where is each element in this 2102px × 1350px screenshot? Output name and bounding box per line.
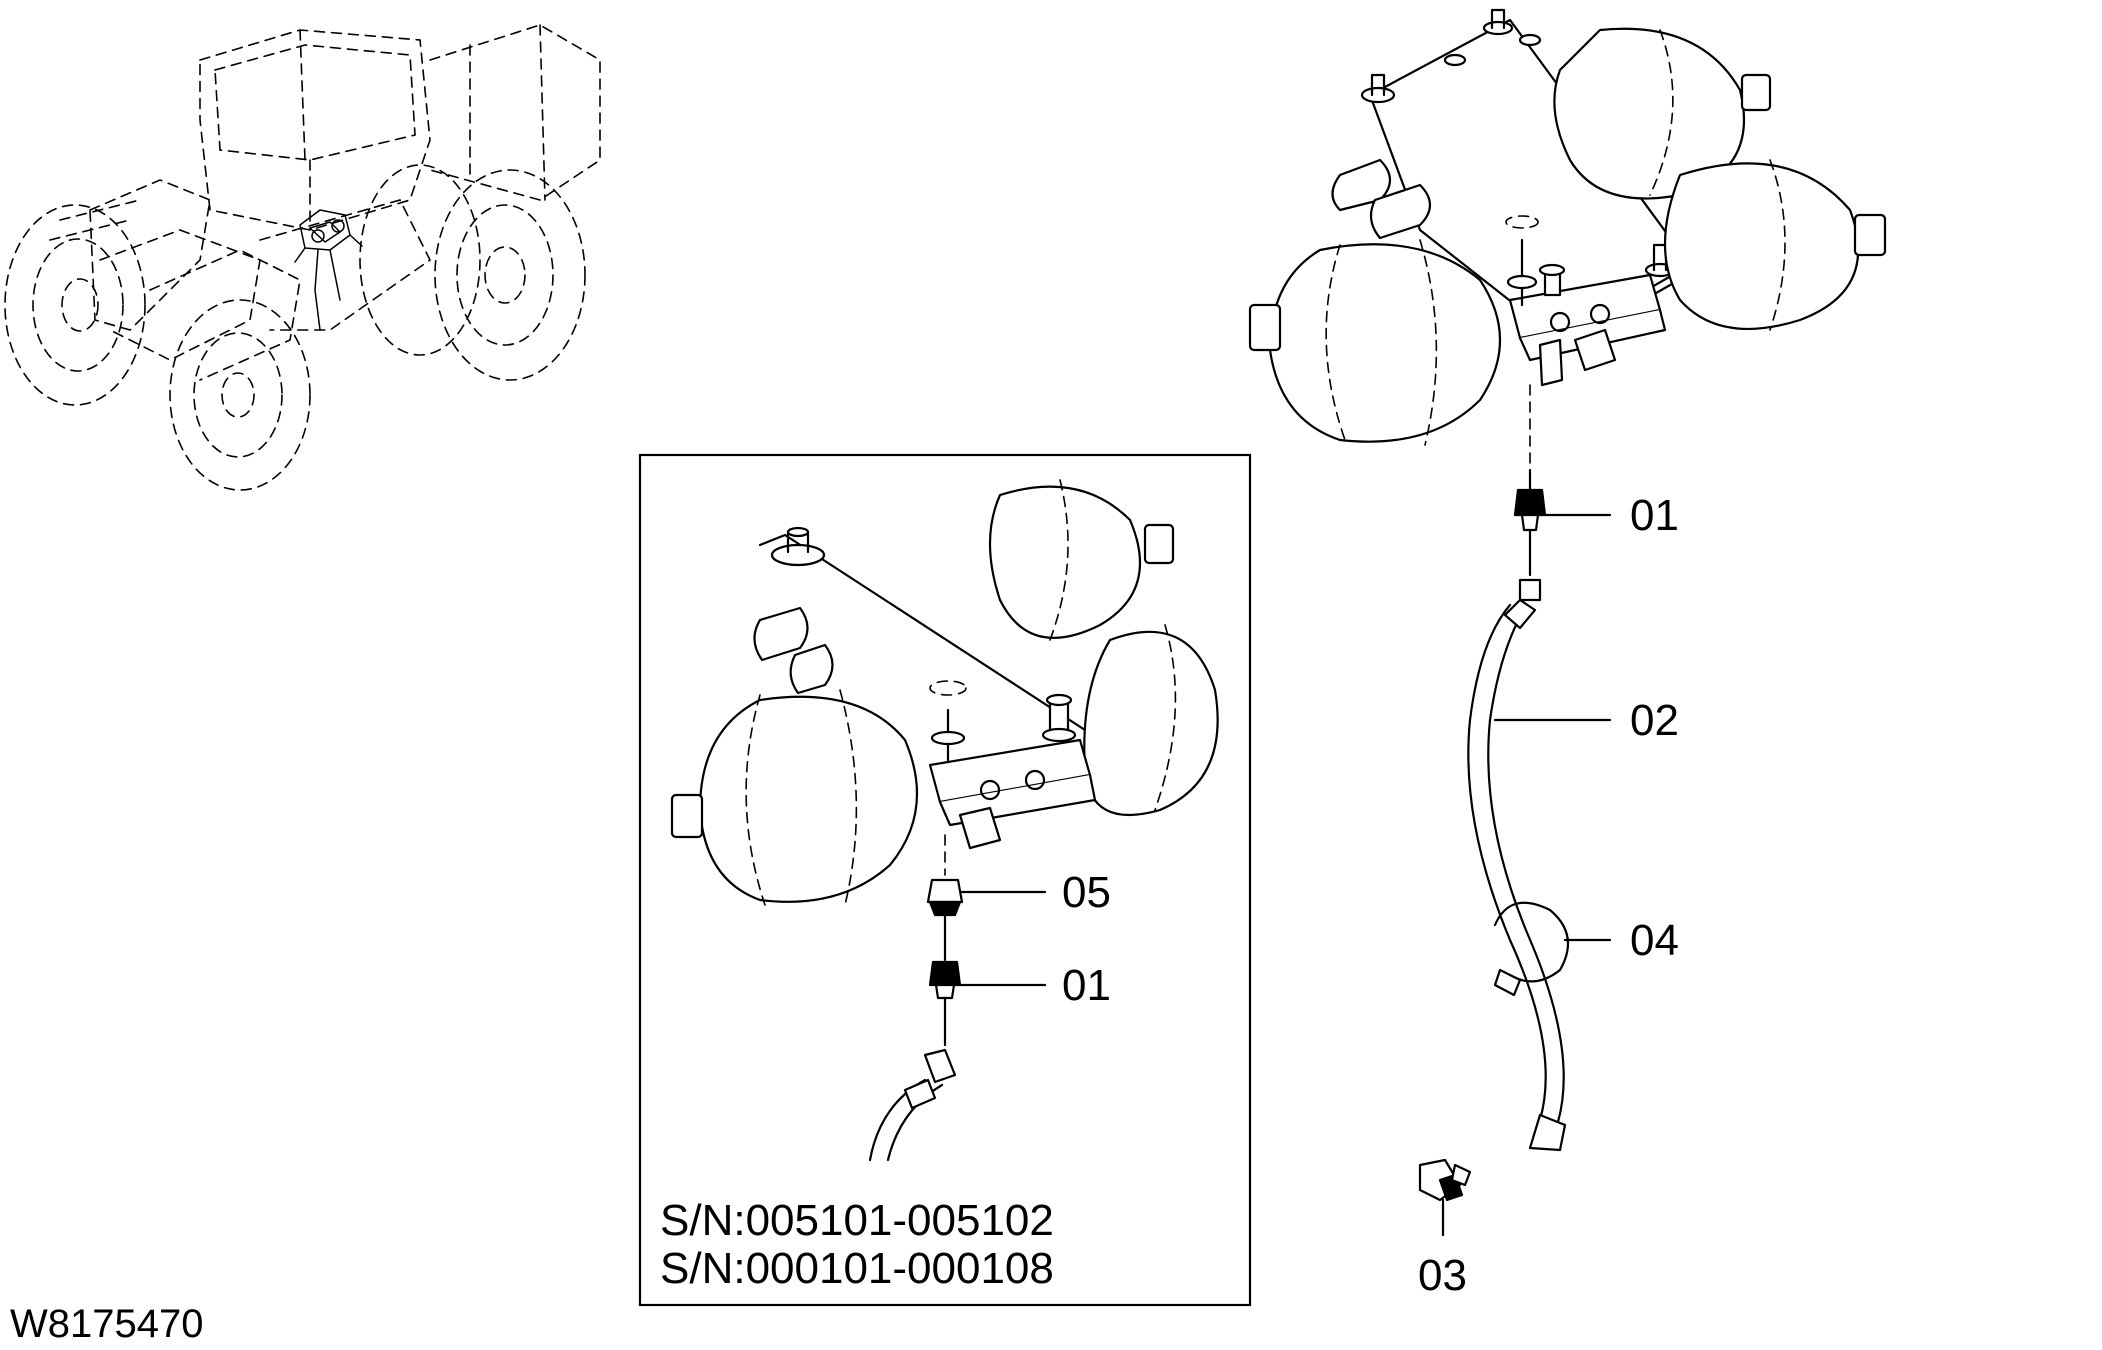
callout-04: 04 (1630, 916, 1679, 965)
manifold-block (928, 680, 1097, 850)
accumulator-icon (1553, 27, 1772, 200)
accumulator-icon (988, 479, 1175, 641)
hose-assembly-02 (1467, 578, 1567, 1152)
callout-01: 01 (1630, 491, 1679, 540)
serial-number-range: S/N:000101-000108 (660, 1244, 1054, 1293)
inset-callout-01: 01 (1062, 961, 1111, 1010)
adapter-fitting-05 (926, 878, 964, 917)
accumulator-location-highlight (294, 209, 363, 331)
accumulator-icon (1663, 159, 1887, 331)
main-exploded-view: 01 02 04 03 (1248, 8, 1887, 1300)
manifold-block (1505, 215, 1667, 387)
bolt-icon (770, 526, 826, 567)
hose-clamp-04 (1493, 901, 1570, 997)
serial-number-range: S/N:005101-005102 (660, 1196, 1054, 1245)
accumulator-icon (1248, 239, 1502, 446)
bolt-icon (1360, 8, 1676, 278)
wheel-loader-overview (4, 24, 601, 491)
inset-view: 05 01 S/N:005101-005102 S/N:000101-00010… (638, 453, 1252, 1307)
callout-03: 03 (1418, 1251, 1467, 1300)
hose-end (868, 1048, 957, 1162)
elbow-fitting-03 (1418, 1158, 1472, 1202)
drawing-number: W8175470 (10, 1302, 203, 1346)
inset-frame (638, 453, 1252, 1307)
inset-callout-05: 05 (1062, 868, 1111, 917)
callout-02: 02 (1630, 696, 1679, 745)
adapter-fitting-01 (928, 913, 962, 1047)
adapter-fitting-01 (1513, 468, 1547, 577)
accumulator-icon (670, 689, 919, 906)
accumulator-icon (1083, 624, 1219, 817)
